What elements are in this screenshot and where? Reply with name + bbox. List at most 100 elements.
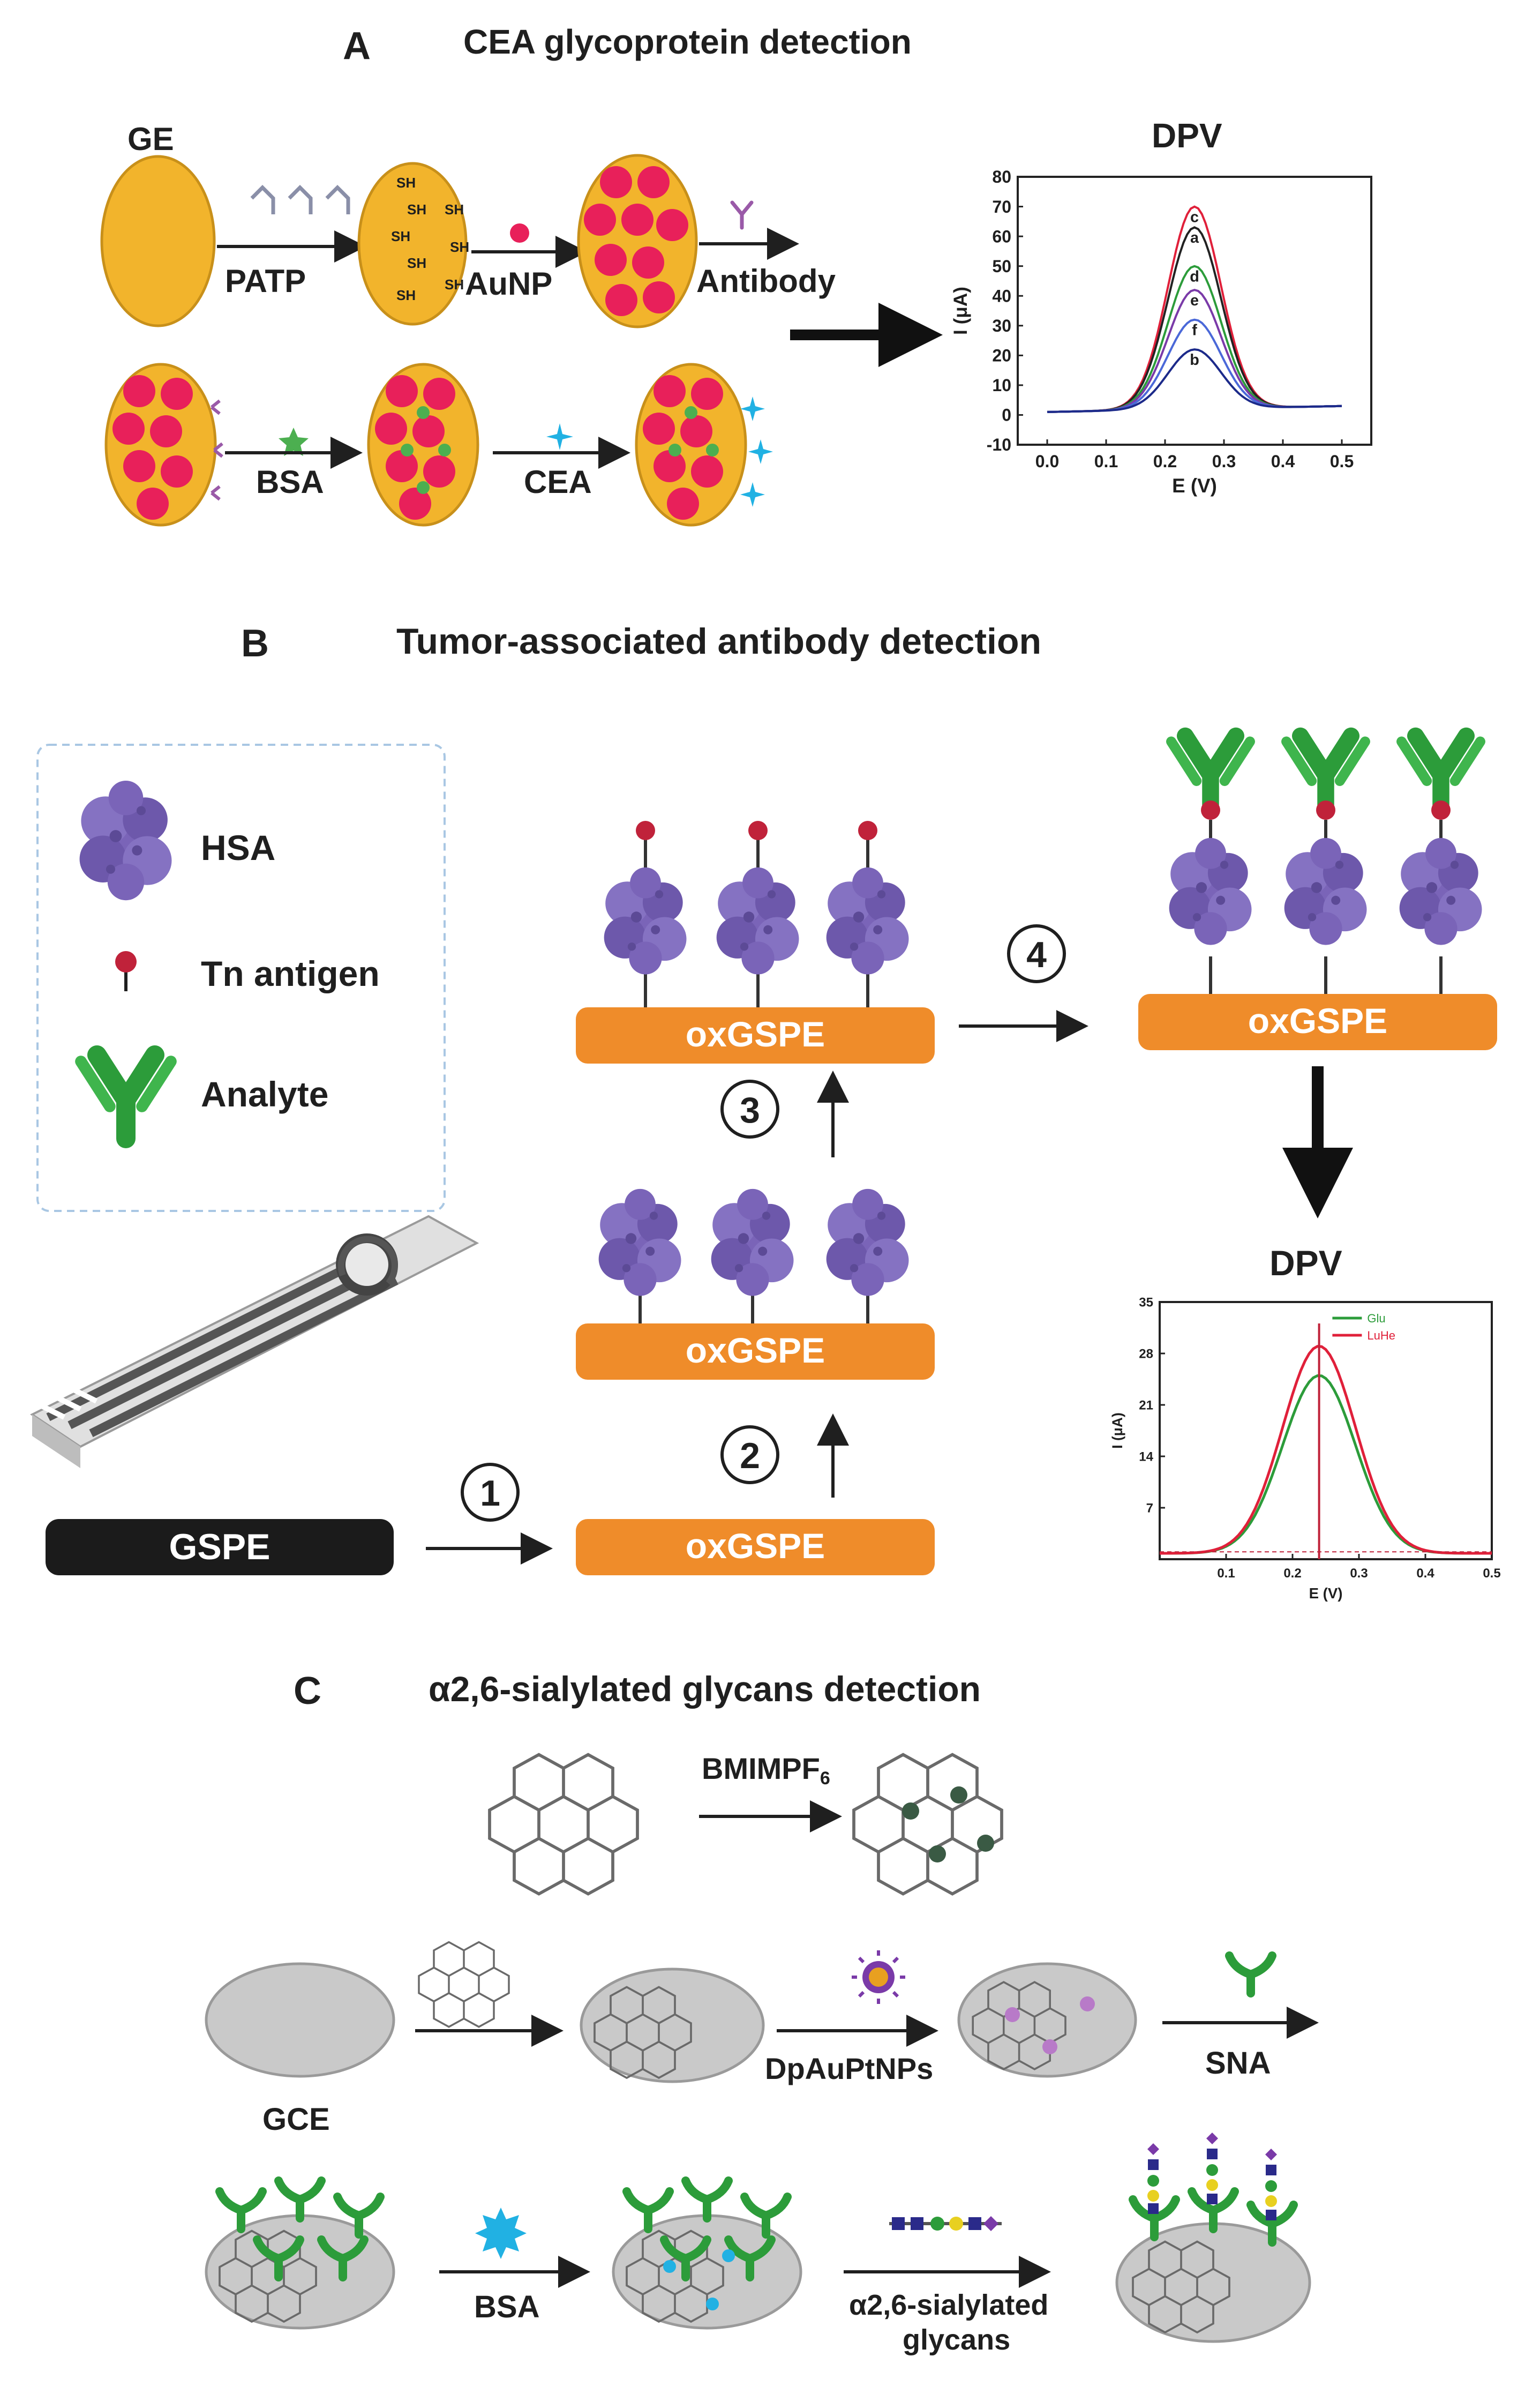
step-4-number: 4 [1026, 934, 1047, 975]
dpaupt-electrode [957, 1962, 1137, 2078]
oxgspe-bar-bottom [576, 1519, 935, 1575]
y-axis-label: I (μA) [1109, 1412, 1125, 1448]
sna-electrode [205, 2181, 395, 2330]
svg-text:SH: SH [391, 228, 410, 244]
x-tick-label: 0.3 [1212, 452, 1236, 471]
hsa-on-oxgspe-middle [598, 1188, 909, 1323]
y-tick-label: 30 [992, 316, 1011, 335]
series-peak-label: d [1190, 268, 1199, 285]
legend-box [36, 744, 446, 1212]
step-1-number: 1 [480, 1473, 500, 1514]
x-axis-label: E (V) [1309, 1585, 1343, 1602]
cea-icon [546, 423, 573, 450]
tn-antigen-legend-icon [115, 951, 137, 991]
step-2-number: 2 [740, 1435, 760, 1476]
svg-text:SH: SH [407, 201, 426, 218]
y-tick-label: 20 [992, 346, 1011, 365]
oxgspe-label-bottom: oxGSPE [686, 1526, 825, 1566]
svg-text:SH: SH [445, 276, 464, 293]
oxgspe-bar-middle [576, 1323, 935, 1380]
sna-label: SNA [1205, 2046, 1271, 2081]
legend-label: LuHe [1367, 1329, 1395, 1342]
plot-frame [1159, 1301, 1493, 1560]
step-4-badge [1007, 924, 1066, 983]
sna-icon [1229, 1956, 1272, 1993]
bsa-electrode [367, 363, 479, 527]
bsa-c-label: BSA [474, 2290, 539, 2324]
graphene-small-icon [418, 1941, 510, 2028]
dpauptnp-icon [852, 1950, 905, 2004]
gspe-strip-illustration [30, 1215, 479, 1468]
series-line-LuHe [1160, 1345, 1492, 1555]
antibody-icon [730, 200, 754, 230]
panel-b-letter: B [241, 622, 269, 665]
panel-a-letter: A [343, 25, 371, 68]
antibody-label: Antibody [696, 263, 836, 299]
svg-text:SH: SH [396, 175, 416, 191]
oxgspe-bar-right [1138, 994, 1497, 1050]
graphene-sheet-icon [490, 1755, 637, 1894]
functionalized-graphene-icon [854, 1755, 1002, 1894]
glycan-bound-electrode [1115, 2133, 1311, 2343]
svg-text:SH: SH [396, 287, 416, 303]
panel-c: C α2,6-sialylated glycans detection BMIM… [205, 1669, 1319, 2356]
hsa-legend-label: HSA [201, 828, 275, 867]
y-tick-label: 80 [992, 167, 1011, 186]
legend-label: Glu [1367, 1312, 1385, 1325]
gold-electrode [100, 155, 216, 327]
y-tick-label: 35 [1139, 1295, 1153, 1310]
panel-a-title: CEA glycoprotein detection [463, 23, 912, 61]
oxgspe-label-top: oxGSPE [686, 1014, 825, 1054]
oxgspe-bar-top [576, 1007, 935, 1064]
y-tick-label: 70 [992, 197, 1011, 216]
analyte-legend-icon [81, 1055, 171, 1139]
step-3-badge [720, 1080, 779, 1139]
y-tick-label: 50 [992, 257, 1011, 276]
dpv-b-title: DPV [1269, 1243, 1342, 1283]
gce-electrode [205, 1962, 395, 2078]
dpv-a-title: DPV [1152, 116, 1222, 155]
gspe-label: GSPE [169, 1527, 271, 1567]
glycans-label-line2: glycans [903, 2324, 1010, 2356]
tn-antigen-legend-label: Tn antigen [201, 954, 380, 993]
series-peak-label: c [1190, 208, 1199, 226]
hsa-legend-icon [79, 780, 172, 901]
step-1-badge [461, 1463, 520, 1522]
glycan-chain-icon [889, 2216, 1002, 2231]
x-tick-label: 0.1 [1094, 452, 1118, 471]
series-peak-label: b [1190, 351, 1199, 369]
series-peak-label: e [1190, 292, 1199, 309]
series-line-b [1047, 348, 1342, 413]
oxgspe-label-middle: oxGSPE [686, 1330, 825, 1370]
gce-label: GCE [262, 2102, 330, 2137]
y-tick-label: 60 [992, 227, 1011, 246]
glycans-label-line1: α2,6-sialylated [849, 2289, 1048, 2321]
bsa-blocked-electrode [612, 2181, 802, 2330]
x-tick-label: 0.0 [1035, 452, 1059, 471]
y-tick-label: -10 [987, 435, 1011, 454]
analyte-legend-label: Analyte [201, 1074, 328, 1114]
x-tick-label: 0.4 [1416, 1566, 1434, 1581]
step-3-number: 3 [740, 1090, 760, 1131]
plot-frame [1017, 176, 1372, 446]
x-tick-label: 0.2 [1153, 452, 1177, 471]
y-tick-label: 40 [992, 286, 1011, 305]
y-axis-label: I (μA) [950, 287, 971, 335]
y-tick-label: 10 [992, 376, 1011, 395]
series-peak-label: a [1190, 229, 1199, 246]
patp-label: PATP [225, 263, 306, 299]
cea-electrode [635, 363, 773, 527]
y-tick-label: 0 [1002, 406, 1011, 425]
panel-c-letter: C [294, 1670, 321, 1712]
gspe-bar [46, 1519, 394, 1575]
y-tick-label: 14 [1139, 1449, 1153, 1464]
dpaupt-label: DpAuPtNPs [765, 2052, 933, 2085]
series-peak-label: f [1192, 321, 1197, 339]
bsa-star-icon [279, 428, 309, 456]
step-2-badge [720, 1425, 779, 1484]
svg-text:SH: SH [445, 201, 464, 218]
x-tick-label: 0.1 [1217, 1566, 1235, 1581]
